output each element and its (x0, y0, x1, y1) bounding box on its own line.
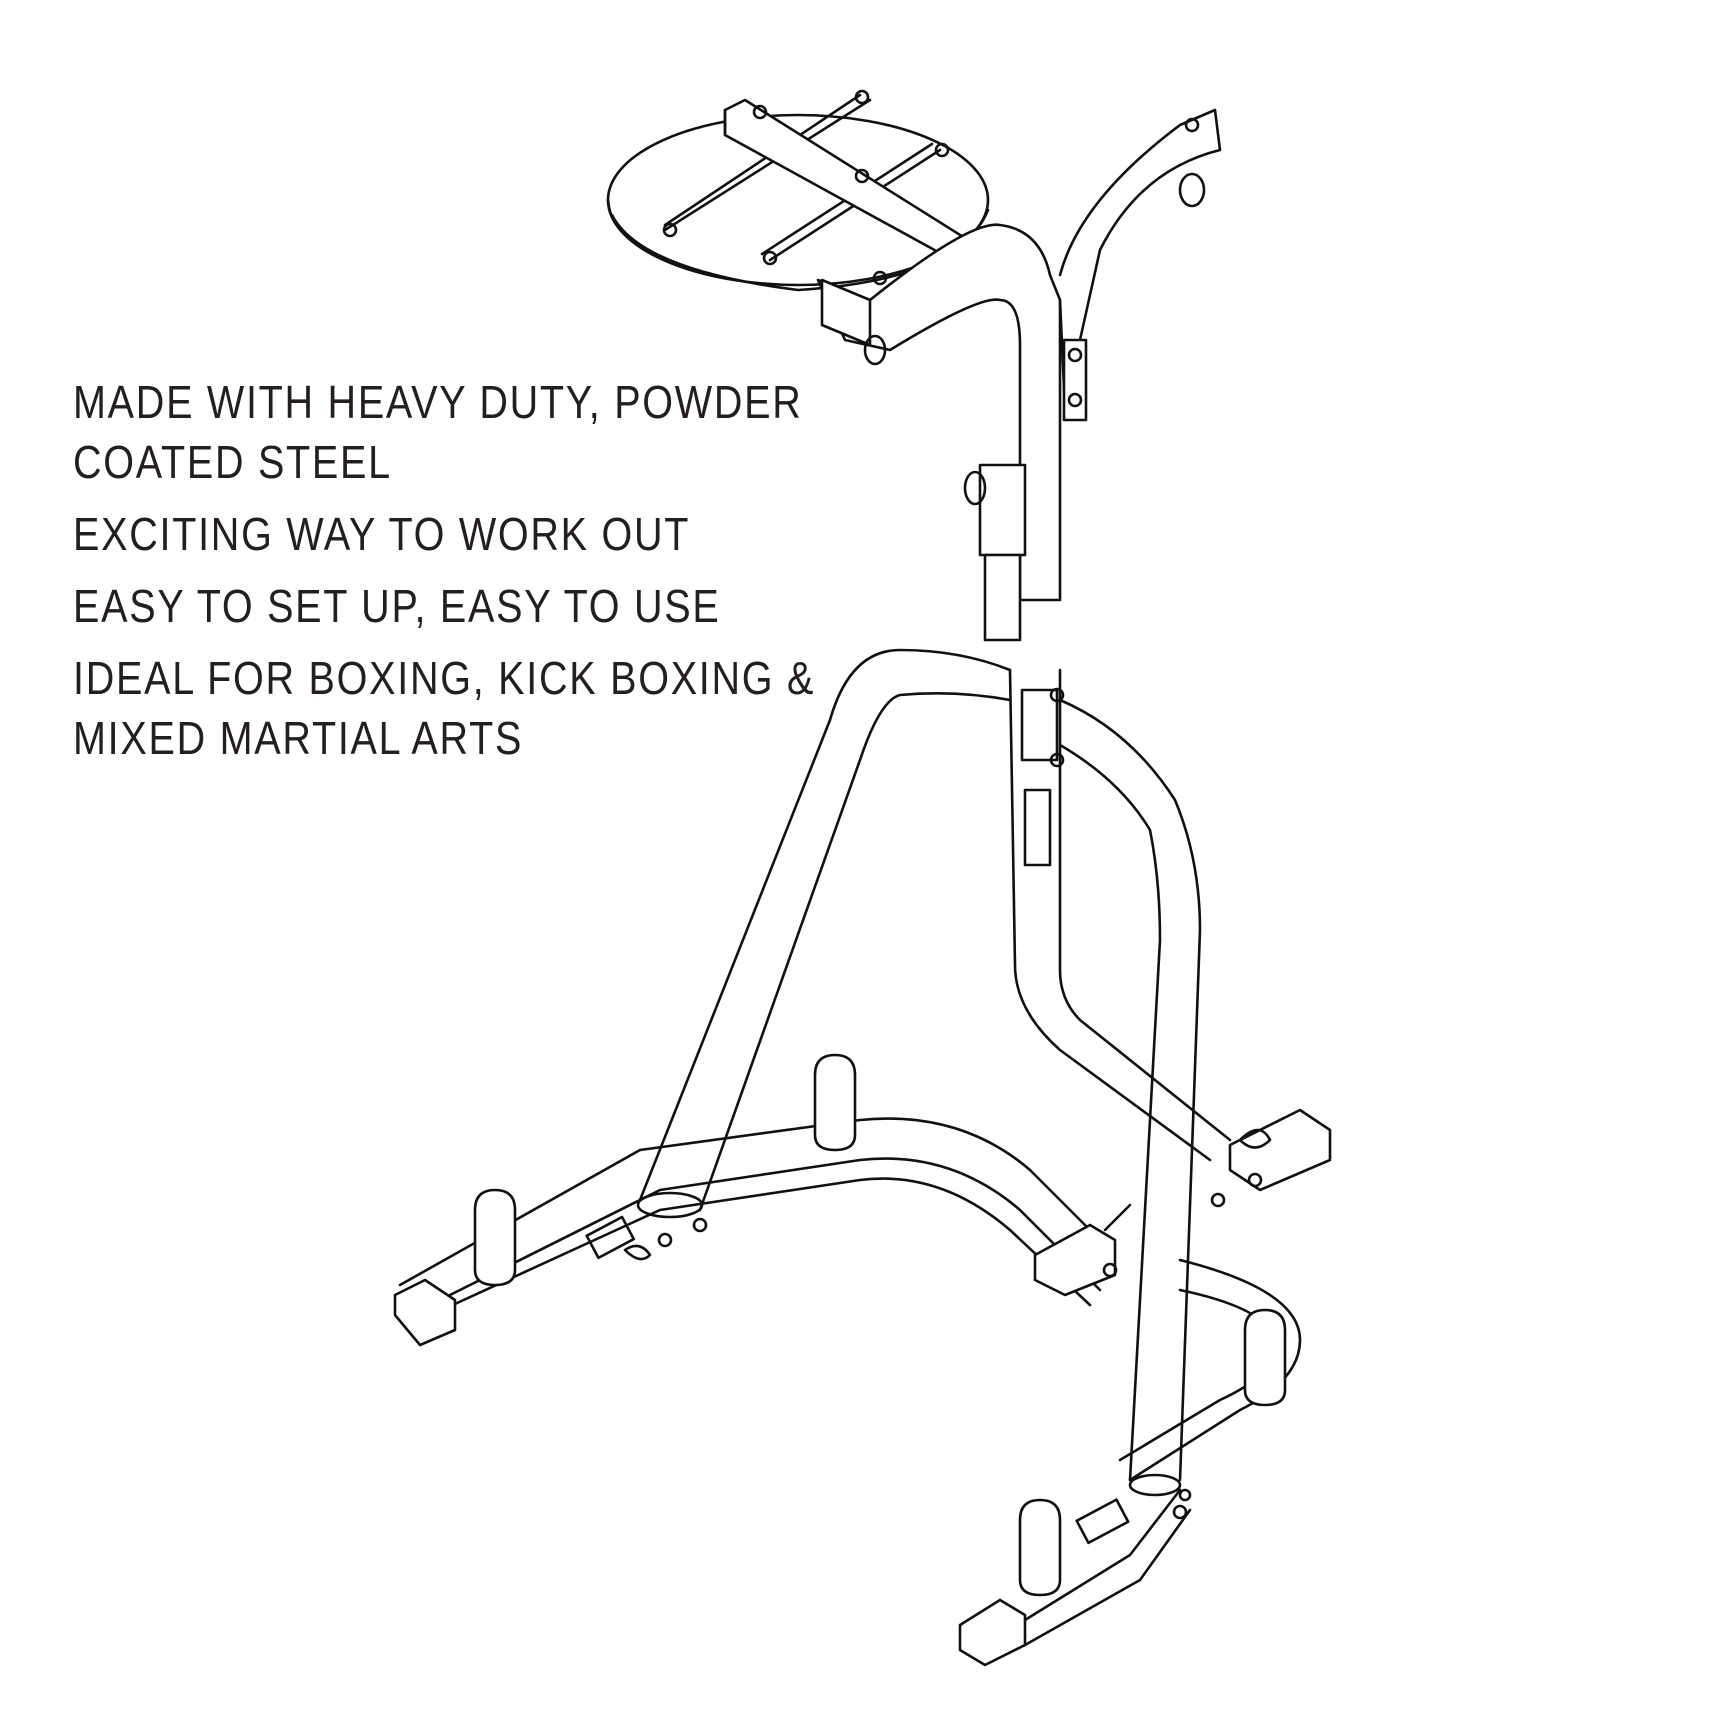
rear-arm (1058, 108, 1222, 422)
feature-list: MADE WITH HEAVY DUTY, POWDER COATED STEE… (73, 372, 813, 780)
height-clamp (963, 463, 1027, 642)
rear-foot (1033, 1108, 1332, 1297)
feature-item: MADE WITH HEAVY DUTY, POWDER COATED STEE… (73, 376, 803, 488)
base-frame (393, 1117, 1112, 1347)
a-frame (636, 648, 1202, 1497)
feature-item: EASY TO SET UP, EASY TO USE (73, 580, 721, 632)
feature-item: IDEAL FOR BOXING, KICK BOXING & MIXED MA… (73, 652, 816, 764)
feature-item: EXCITING WAY TO WORK OUT (73, 508, 691, 560)
center-post (1008, 668, 1232, 1162)
weight-pegs (473, 1053, 1287, 1597)
